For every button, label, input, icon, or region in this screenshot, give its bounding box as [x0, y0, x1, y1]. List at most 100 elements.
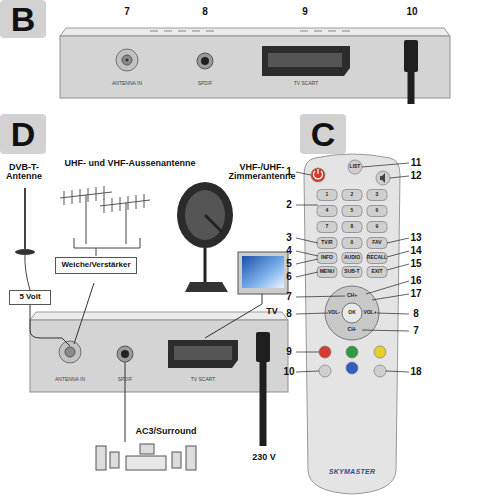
scart-pins	[174, 346, 232, 360]
callout-number: 8	[286, 309, 292, 320]
callout-number: 9	[286, 347, 292, 358]
ok-button	[342, 303, 362, 323]
button-label: EXIT	[371, 269, 382, 274]
tv-screen	[242, 256, 284, 288]
callout-number: 10	[406, 7, 417, 18]
antenna-jack-inner	[122, 55, 132, 65]
part-label: UHF- und VHF-Aussenantenne	[64, 159, 195, 168]
scart-socket	[168, 340, 238, 368]
port-label: TV SCART	[294, 81, 319, 86]
remote-button	[317, 238, 337, 249]
button-label: CH+	[347, 293, 357, 298]
button-label: 8	[351, 224, 354, 229]
part-label: TV	[266, 307, 278, 316]
button-label: MENU	[320, 269, 335, 274]
mute-symbol	[380, 173, 385, 183]
button-label: 7	[326, 224, 329, 229]
callout-number: 4	[286, 246, 292, 257]
callout-number: 7	[286, 292, 292, 303]
node-text: D	[11, 117, 36, 151]
button-label: SUB-T	[344, 269, 359, 274]
spdif-wire	[125, 362, 126, 442]
spdif-hole	[121, 350, 129, 358]
callout-number: 7	[124, 7, 130, 18]
remote-button	[311, 168, 325, 182]
remote-button	[367, 190, 387, 201]
button-label: 1	[326, 192, 329, 197]
device-back	[60, 36, 450, 98]
scart-pins	[268, 53, 342, 67]
antenna-mast	[74, 195, 140, 256]
callout-number: 2	[286, 200, 292, 211]
callout-number: 5	[286, 259, 292, 270]
callout-number: 8	[413, 309, 419, 320]
antenna-cable	[25, 253, 30, 290]
speaker	[186, 446, 196, 470]
spdif-jack	[117, 346, 133, 362]
button-label: 0	[351, 240, 354, 245]
av-receiver	[126, 456, 166, 470]
remote-button	[317, 206, 337, 217]
device-top	[60, 28, 450, 36]
part-label: AC3/Surround	[135, 427, 196, 436]
remote-button	[342, 206, 362, 217]
callout-number: 7	[413, 326, 419, 337]
callout-number: 8	[202, 7, 208, 18]
part-label: DVB-T- Antenne	[4, 163, 44, 182]
power-symbol	[314, 169, 323, 179]
button-label: VOL+	[363, 310, 376, 315]
callout-number: 13	[410, 233, 421, 244]
leader-lines	[296, 163, 409, 372]
callout-number: 14	[410, 246, 421, 257]
part-label: 230 V	[252, 453, 276, 462]
callout-number: 17	[410, 289, 421, 300]
port-label: ANTENNA IN	[112, 81, 142, 86]
remote-button	[342, 253, 362, 264]
remote-button	[342, 267, 362, 278]
antenna-pin	[126, 59, 129, 62]
power-cable	[408, 72, 415, 104]
dish-stand	[185, 282, 228, 292]
power-cable	[260, 362, 267, 446]
antenna-jack	[116, 49, 138, 71]
button-label: OK	[348, 310, 356, 315]
remote-body	[304, 154, 400, 494]
button-label: LIST	[350, 164, 361, 169]
callout-number: 18	[410, 367, 421, 378]
antenna-jack	[59, 341, 81, 363]
remote-button	[342, 238, 362, 249]
remote-button	[367, 206, 387, 217]
port-label: TV SCART	[191, 377, 216, 382]
remote-button	[317, 253, 337, 264]
port-label: SPDIF	[198, 81, 213, 86]
device-back	[30, 320, 288, 392]
yagi-antenna	[100, 194, 150, 213]
label-box: Weiche/Verstärker	[55, 257, 137, 274]
remote-button	[317, 267, 337, 278]
remote-button	[374, 365, 386, 377]
power-plug	[256, 332, 270, 362]
remote-button	[346, 346, 358, 358]
button-label: VOL-	[328, 310, 340, 315]
scart-socket	[262, 46, 350, 76]
remote-button	[317, 190, 337, 201]
node-text: C	[311, 117, 336, 151]
remote-button	[317, 222, 337, 233]
panel-letter: C	[300, 114, 346, 154]
panel-letter: D	[0, 114, 46, 154]
callout-number: 16	[410, 276, 421, 287]
callout-number: 11	[411, 158, 422, 169]
spdif-jack	[197, 53, 213, 69]
spdif-hole	[201, 57, 209, 65]
node-text: 5 Volt	[19, 293, 40, 301]
speaker	[172, 452, 181, 468]
node-text: B	[11, 2, 36, 36]
port-label: SPDIF	[118, 377, 133, 382]
button-label: 6	[376, 208, 379, 213]
callout-number: 10	[283, 367, 294, 378]
button-label: INFO	[321, 255, 333, 260]
callout-number: 12	[410, 171, 421, 182]
vent-slots	[150, 30, 350, 32]
antenna-wire	[74, 283, 94, 344]
